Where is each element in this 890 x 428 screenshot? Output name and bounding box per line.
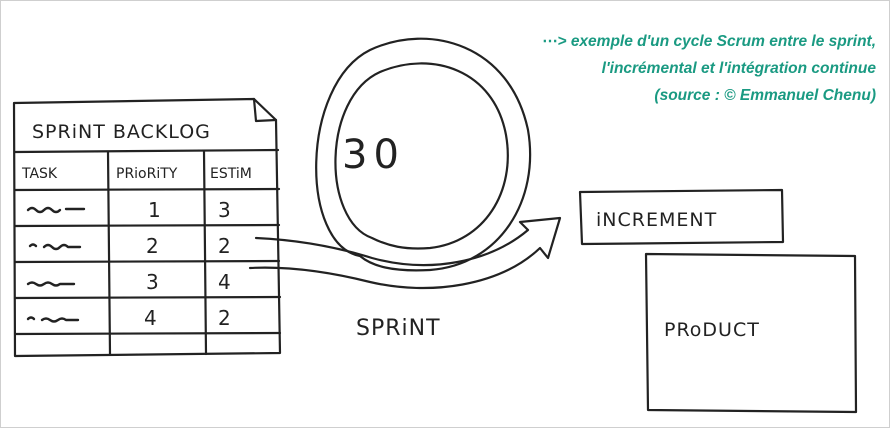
product-box (644, 252, 858, 414)
dotted-arrow-icon: ⋯> (542, 33, 567, 50)
sprint-backlog-sheet: SPRiNT BACKLOG TASK PRioRiTY ESTiM 1 3 2… (12, 97, 282, 358)
row-3-priority: 3 (146, 270, 159, 294)
caption-line-1: ⋯>exemple d'un cycle Scrum entre le spri… (456, 28, 876, 55)
column-header-estimate: ESTiM (210, 166, 252, 182)
sprint-label: SPRiNT (356, 316, 441, 341)
row-3-estimate: 4 (218, 270, 231, 294)
row-2-estimate: 2 (218, 234, 231, 258)
backlog-row-divider (13, 259, 281, 264)
backlog-row-divider (13, 295, 282, 300)
caption-text-1: exemple d'un cycle Scrum entre le sprint… (570, 33, 876, 50)
sprint-loop-outer (315, 37, 532, 272)
task-scribble (26, 206, 86, 214)
row-4-estimate: 2 (218, 306, 231, 330)
caption: ⋯>exemple d'un cycle Scrum entre le spri… (456, 28, 876, 109)
task-scribble (28, 243, 82, 251)
row-4-priority: 4 (144, 306, 157, 330)
folded-corner-icon (252, 97, 278, 123)
column-header-priority: PRioRiTY (116, 166, 178, 182)
increment-label: iNCREMENT (596, 209, 717, 231)
caption-line-3: (source : © Emmanuel Chenu) (654, 87, 876, 104)
sprint-cycle-arrow (248, 37, 562, 290)
backlog-row-divider (13, 331, 282, 336)
backlog-title: SPRiNT BACKLOG (32, 121, 211, 143)
sprint-days-number: 30 (342, 132, 405, 178)
backlog-column-divider (106, 150, 112, 356)
row-1-estimate: 3 (218, 198, 231, 222)
backlog-sheet-outline (12, 97, 282, 358)
product-label: PRoDUCT (664, 319, 760, 341)
backlog-header-divider (13, 148, 280, 154)
increment-box (578, 188, 785, 246)
row-1-priority: 1 (148, 198, 161, 222)
sprint-entry-arrow (248, 216, 562, 290)
task-scribble (26, 316, 80, 323)
backlog-row-divider (13, 223, 281, 228)
sprint-loop-inner (334, 62, 509, 250)
row-2-priority: 2 (146, 234, 159, 258)
caption-line-2: l'incrémental et l'intégration continue (601, 60, 876, 77)
column-header-task: TASK (21, 166, 58, 182)
backlog-column-divider (202, 149, 208, 356)
backlog-row-divider (13, 187, 281, 192)
task-scribble (26, 281, 76, 287)
